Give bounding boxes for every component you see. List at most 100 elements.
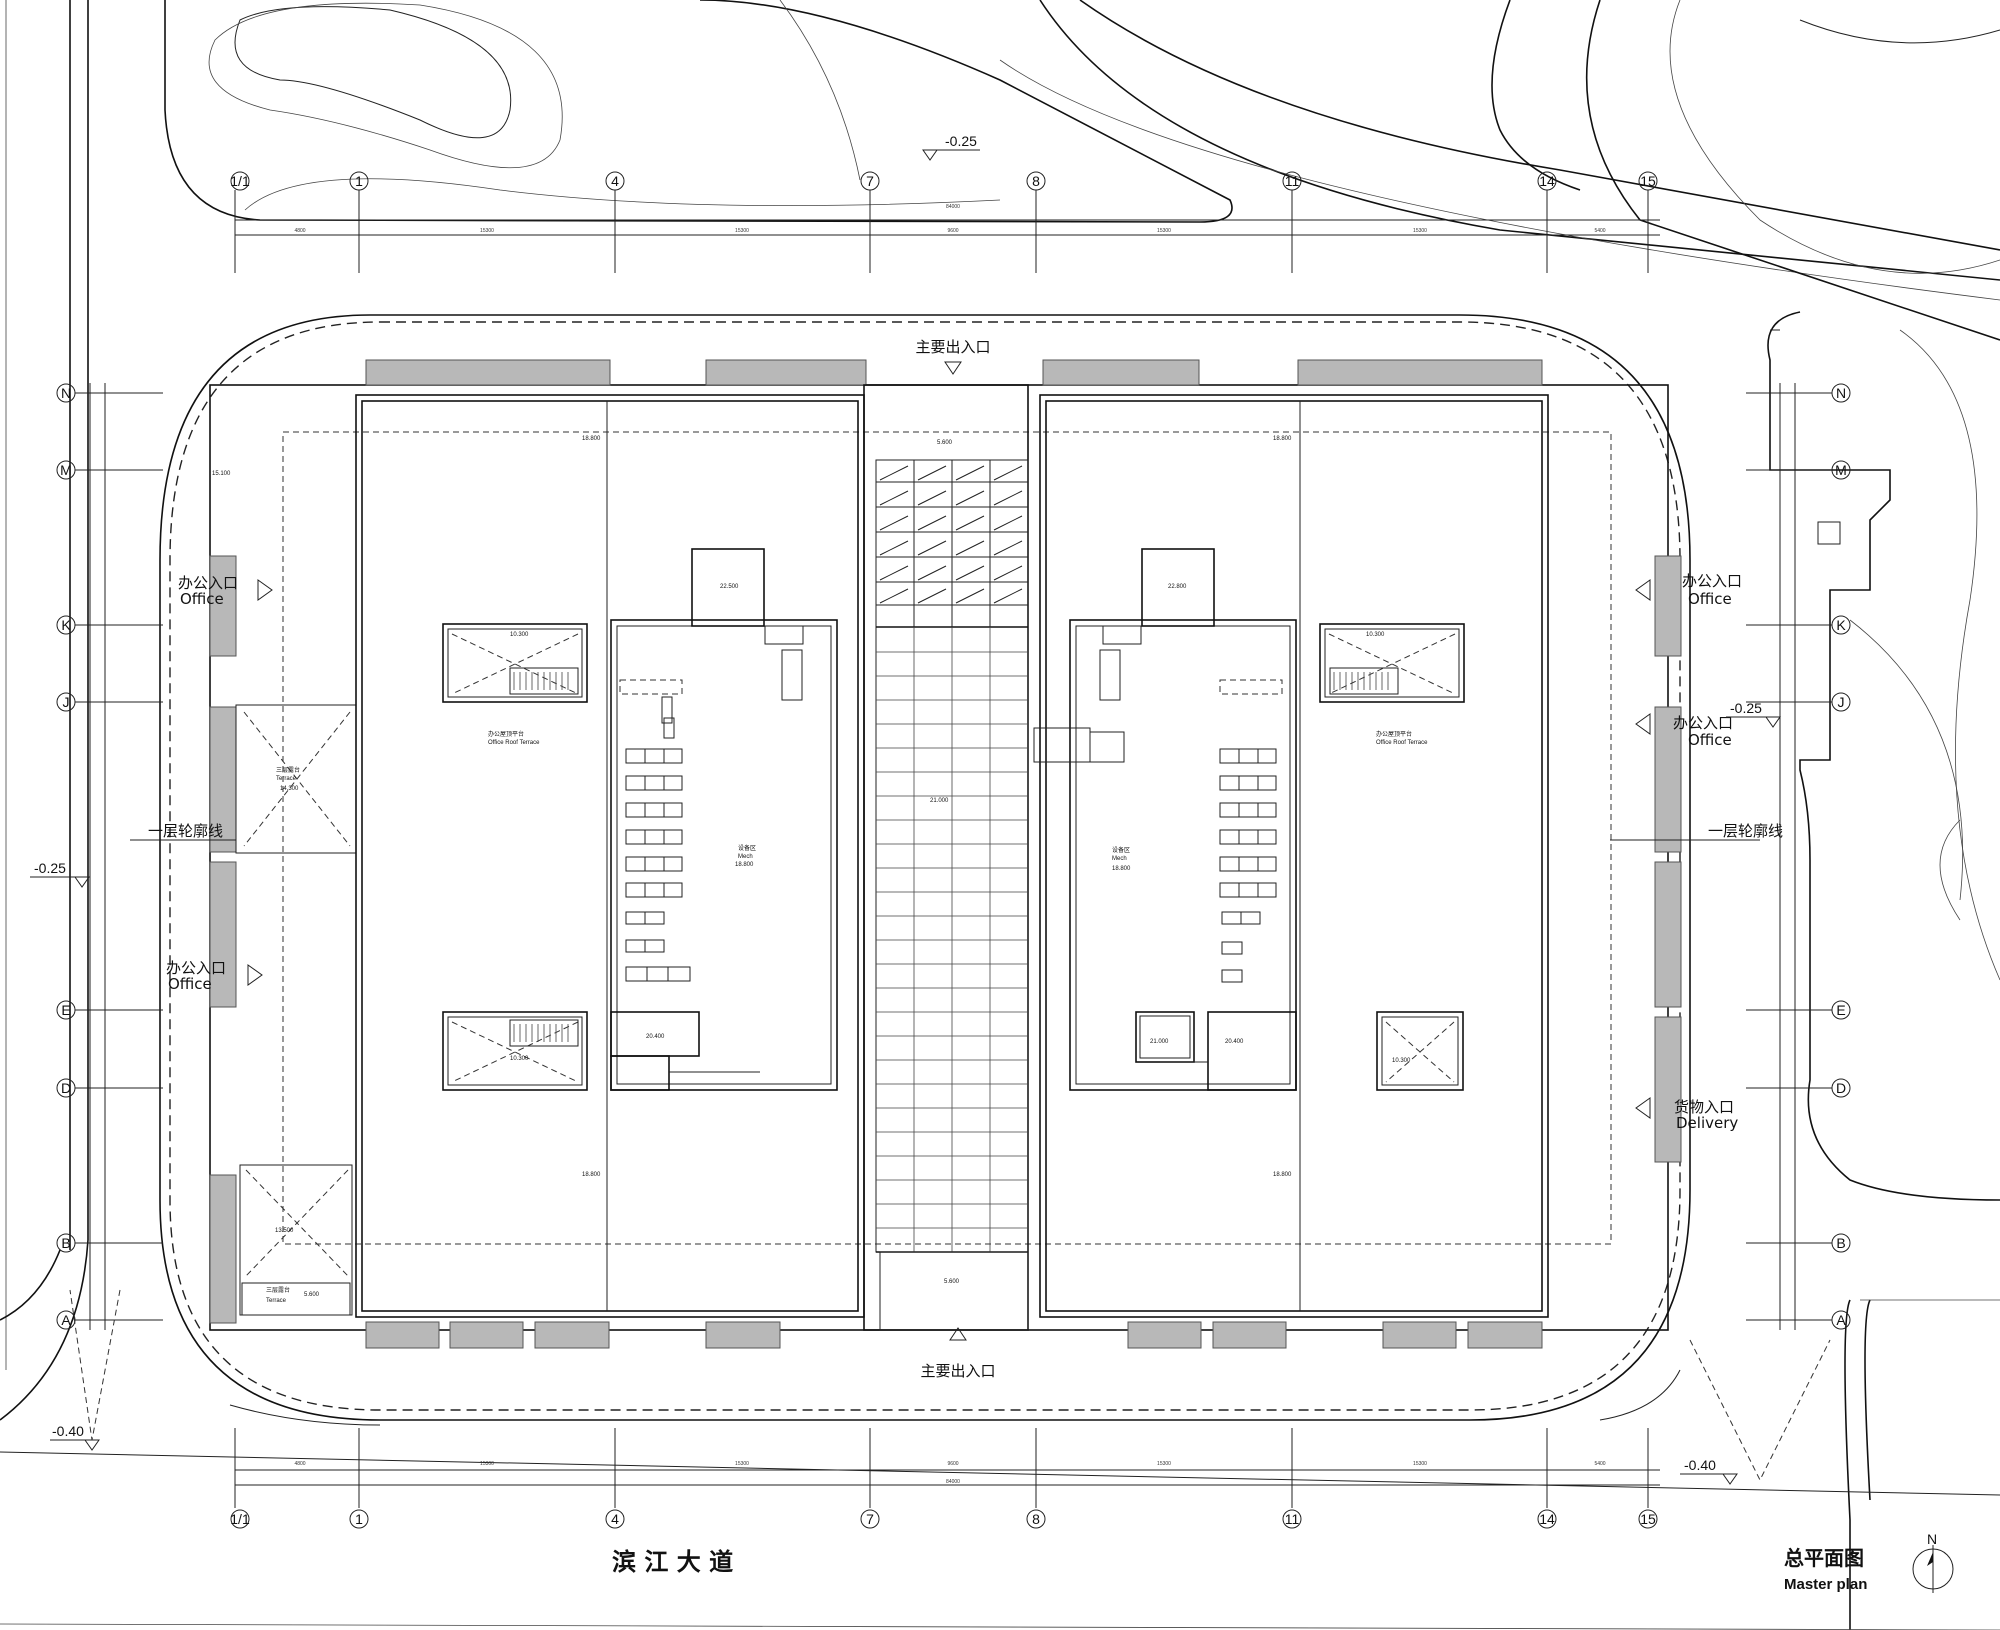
entrance-triangle-icon bbox=[247, 964, 263, 986]
grid-col-label: 8 bbox=[1032, 1511, 1040, 1527]
grid-col-label: 4 bbox=[611, 1511, 619, 1527]
grid-col-label: 11 bbox=[1285, 173, 1300, 189]
office-roof-terrace-en: Office Roof Terrace bbox=[1376, 740, 1428, 746]
dim-segment: 15300 bbox=[480, 1461, 494, 1467]
level-triangle-icon bbox=[922, 149, 938, 161]
grid-row-label: M bbox=[1835, 462, 1847, 478]
office-entrance-en-e1: Office bbox=[1688, 590, 1732, 608]
dim-segment: 15300 bbox=[1413, 228, 1427, 234]
grid-row-label: E bbox=[1836, 1002, 1845, 1018]
entrance-triangle-icon bbox=[1635, 579, 1651, 601]
mech-label: 设备区 bbox=[738, 844, 756, 852]
terrace-en: Terrace bbox=[266, 1298, 287, 1304]
main-entrance-top-label: 主要出入口 bbox=[915, 338, 990, 356]
entrance-triangle-icon bbox=[1635, 1097, 1651, 1119]
level-label: -0.25 bbox=[945, 133, 977, 149]
drawing-title-en: Master plan bbox=[1784, 1576, 1867, 1593]
terrace-en: Terrace bbox=[276, 776, 297, 782]
grid-col-label: 15 bbox=[1640, 1511, 1656, 1527]
building-podium bbox=[209, 384, 1669, 1331]
office-entrance-en-e2: Office bbox=[1688, 731, 1732, 749]
grid-row-label: D bbox=[61, 1080, 71, 1096]
grid-col-label: 1 bbox=[355, 173, 363, 189]
dim-segment: 5400 bbox=[1594, 1461, 1605, 1467]
level-label: -0.25 bbox=[1730, 700, 1762, 716]
right-tower bbox=[1033, 394, 1549, 1318]
grid-col-label: 8 bbox=[1032, 173, 1040, 189]
level-triangle-icon bbox=[84, 1439, 100, 1451]
office-roof-terrace-label: 办公屋顶平台 bbox=[488, 730, 524, 738]
office-entrance-en-w2: Office bbox=[168, 975, 212, 993]
grid-col-label: 1 bbox=[355, 1511, 363, 1527]
level-label: 5.600 bbox=[304, 1292, 320, 1298]
site-levels: -0.25 -0.25 -0.25 -0.40 -0.40 bbox=[30, 133, 1831, 1485]
level-label: 18.800 bbox=[735, 862, 754, 868]
grid-row-label: E bbox=[61, 1002, 70, 1018]
dim-segment: 4800 bbox=[294, 1461, 305, 1467]
office-roof-terrace-en: Office Roof Terrace bbox=[488, 740, 540, 746]
ground-outline-label-e: 一层轮廓线 bbox=[1708, 822, 1783, 840]
level-label: 20.400 bbox=[646, 1034, 665, 1040]
grid-row-label: B bbox=[61, 1235, 70, 1251]
grid-row-label: A bbox=[61, 1312, 71, 1328]
terrace-label: 三层露台 bbox=[266, 1286, 290, 1294]
grid-row-label: J bbox=[63, 694, 70, 710]
office-entrance-label-e1: 办公入口 bbox=[1682, 572, 1742, 590]
level-triangle-icon bbox=[74, 876, 90, 888]
grid-row-label: M bbox=[60, 462, 72, 478]
grid-row-label: K bbox=[1836, 617, 1846, 633]
level-label: 22.800 bbox=[1168, 584, 1187, 590]
level-label: 10.300 bbox=[1392, 1058, 1411, 1064]
level-label: 15.100 bbox=[212, 471, 231, 477]
north-arrow-icon: N bbox=[1912, 1531, 1954, 1593]
entrance-triangle-icon bbox=[257, 579, 273, 601]
level-label: 10.300 bbox=[510, 1056, 529, 1062]
grid-row-label: N bbox=[61, 385, 71, 401]
grid-row-label: K bbox=[61, 617, 71, 633]
building-levels: 15.100 18.800 18.800 18.800 18.800 5.600… bbox=[212, 436, 1411, 1298]
terrace-label: 三层露台 bbox=[276, 766, 300, 774]
site-boundary bbox=[159, 314, 1691, 1426]
grid-row-label: A bbox=[1836, 1312, 1846, 1328]
delivery-entrance-en: Delivery bbox=[1676, 1114, 1738, 1132]
entrance-triangle-icon bbox=[944, 361, 962, 375]
dim-segment: 15300 bbox=[735, 1461, 749, 1467]
grid-columns: 1/1 1 4 7 8 11 14 15 1/1 1 4 7 8 11 14 1… bbox=[230, 171, 1660, 1529]
level-label: 10.300 bbox=[1366, 632, 1385, 638]
dim-segment: 15300 bbox=[1413, 1461, 1427, 1467]
dim-segment: 5400 bbox=[1594, 228, 1605, 234]
grid-row-label: B bbox=[1836, 1235, 1845, 1251]
dim-segment: 15300 bbox=[1157, 1461, 1171, 1467]
mech-en: Mech bbox=[1112, 856, 1127, 862]
level-label: -0.40 bbox=[1684, 1457, 1716, 1473]
dim-segment: 4800 bbox=[294, 228, 305, 234]
level-triangle-icon bbox=[1722, 1473, 1738, 1485]
grid-row-label: N bbox=[1836, 385, 1846, 401]
entrance-triangle-icon bbox=[949, 1327, 967, 1341]
level-label: 18.800 bbox=[582, 1172, 601, 1178]
office-entrance-label-e2: 办公入口 bbox=[1673, 714, 1733, 732]
level-label: 18.800 bbox=[582, 436, 601, 442]
level-triangle-icon bbox=[1765, 716, 1781, 728]
grid-col-label: 14 bbox=[1539, 173, 1555, 189]
level-label: 21.000 bbox=[930, 798, 949, 804]
dim-segment: 15300 bbox=[735, 228, 749, 234]
grid-col-label: 15 bbox=[1640, 173, 1656, 189]
mech-en: Mech bbox=[738, 854, 753, 860]
dim-segment: 9600 bbox=[947, 228, 958, 234]
level-label: 10.300 bbox=[510, 632, 529, 638]
level-label: 20.400 bbox=[1225, 1039, 1244, 1045]
road-name: 滨 江 大 道 bbox=[612, 1548, 733, 1576]
delivery-entrance-label: 货物入口 bbox=[1674, 1098, 1734, 1116]
dim-segment: 9600 bbox=[947, 1461, 958, 1467]
grid-col-label: 4 bbox=[611, 173, 619, 189]
level-label: 18.800 bbox=[1273, 1172, 1292, 1178]
level-label: 18.800 bbox=[1273, 436, 1292, 442]
ground-outline-label-w: 一层轮廓线 bbox=[148, 822, 223, 840]
level-label: 18.800 bbox=[1112, 866, 1131, 872]
north-label: N bbox=[1927, 1531, 1937, 1547]
grid-col-label: 7 bbox=[866, 1511, 874, 1527]
level-label: 21.000 bbox=[1150, 1039, 1169, 1045]
